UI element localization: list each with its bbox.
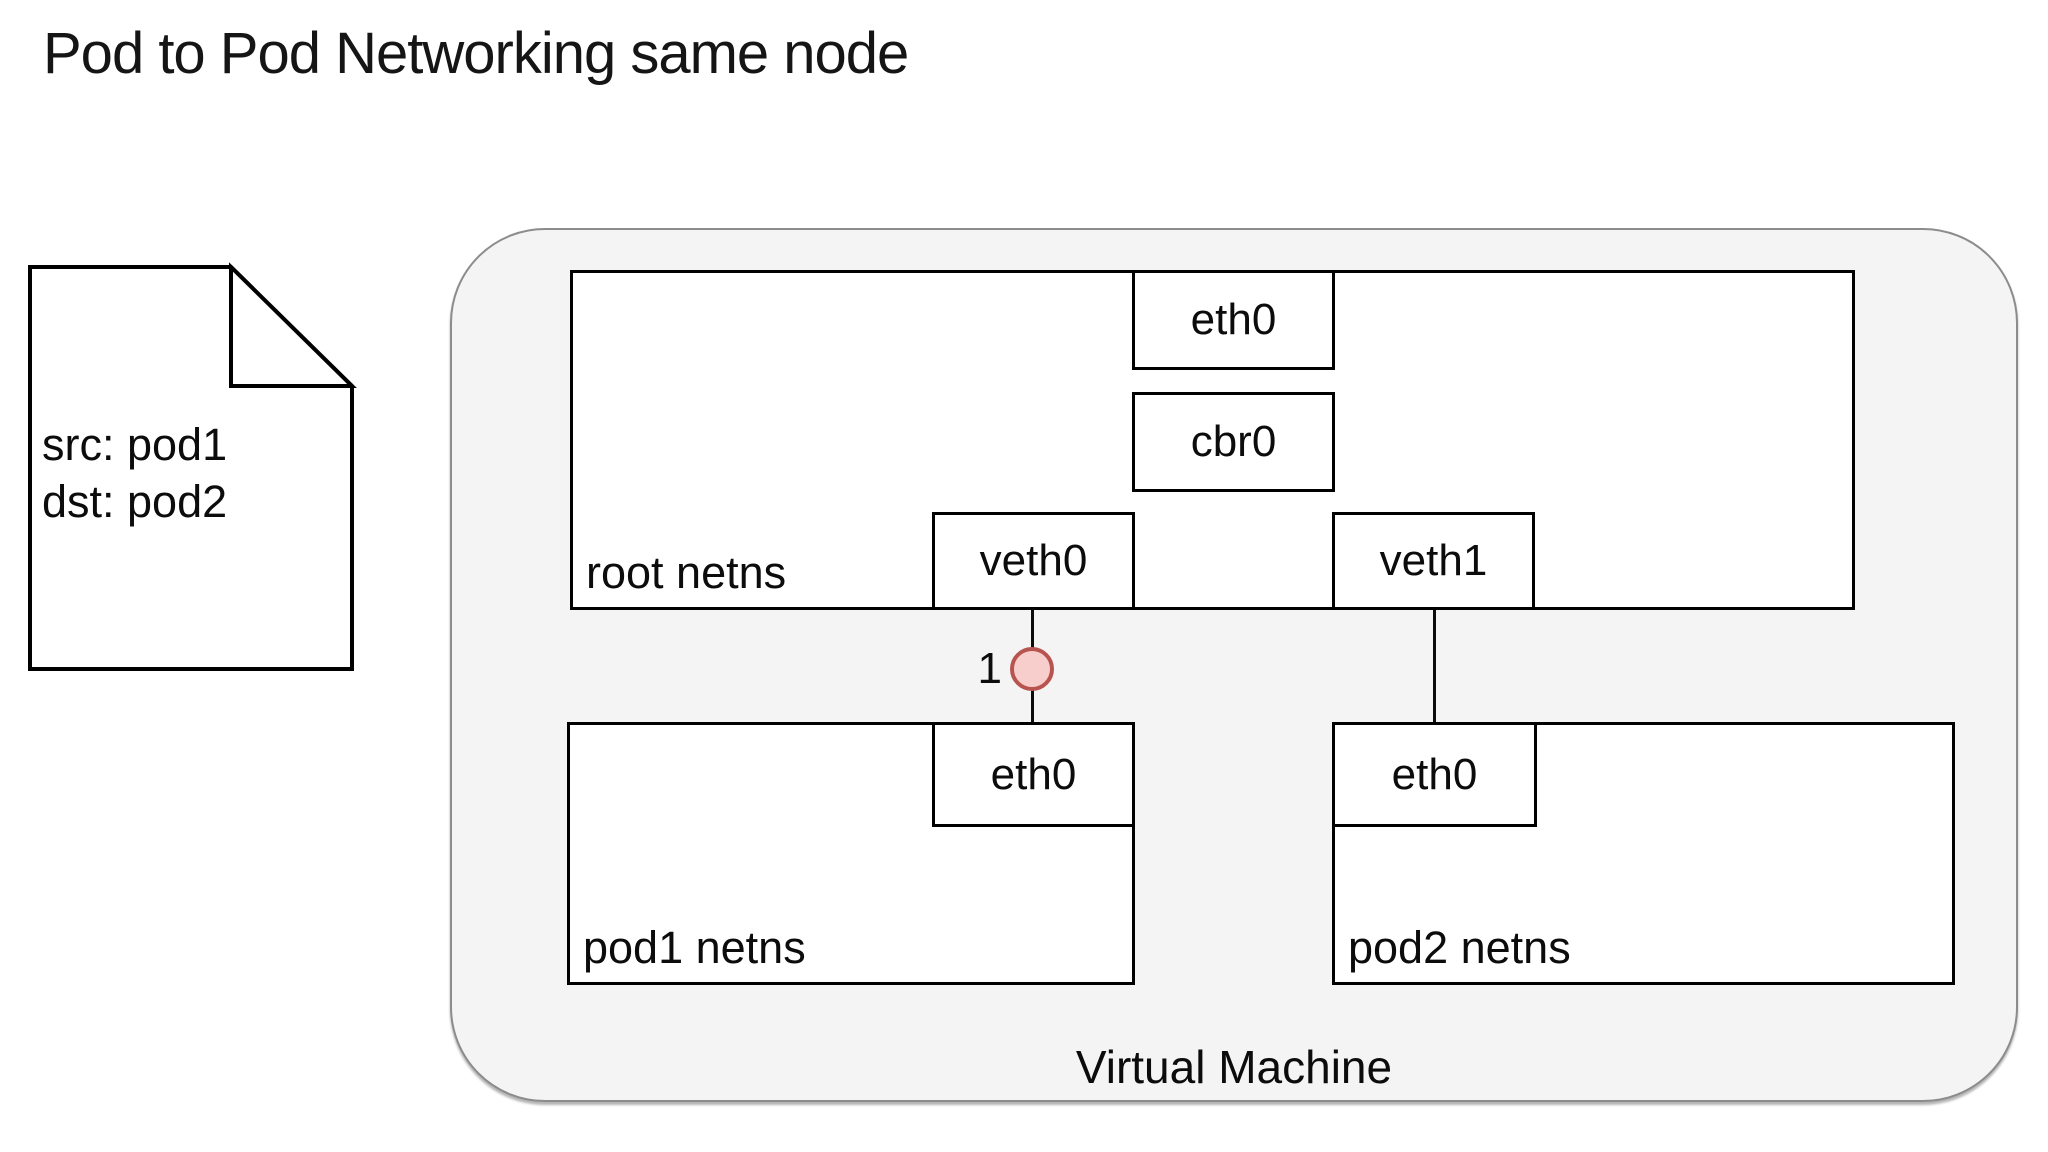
veth1-label: veth1 [1379, 536, 1488, 585]
connector-veth1-to-pod2-eth0 [1433, 608, 1436, 724]
packet-note: src: pod1 dst: pod2 [22, 258, 362, 678]
virtual-machine-label: Virtual Machine [1075, 1041, 1393, 1093]
veth0-box: veth0 [932, 512, 1135, 610]
root-netns-label: root netns [586, 547, 787, 598]
document-icon [28, 262, 357, 671]
step-1-marker-circle [1010, 647, 1054, 691]
pod1-netns-label: pod1 netns [583, 922, 806, 973]
veth0-label: veth0 [979, 536, 1088, 585]
packet-src-line: src: pod1 [42, 419, 228, 470]
veth1-box: veth1 [1332, 512, 1535, 610]
pod2-netns-box: pod2 netns [1332, 722, 1955, 985]
root-eth0-box: eth0 [1132, 270, 1335, 370]
step-1-marker-label: 1 [977, 644, 1002, 693]
cbr0-box: cbr0 [1132, 392, 1335, 492]
pod1-eth0-box: eth0 [932, 722, 1135, 827]
pod1-eth0-label: eth0 [990, 749, 1077, 799]
root-eth0-label: eth0 [1190, 295, 1277, 344]
cbr0-label: cbr0 [1190, 417, 1277, 466]
packet-fields: src: pod1 dst: pod2 [42, 416, 227, 530]
page-title: Pod to Pod Networking same node [43, 21, 909, 86]
pod2-eth0-label: eth0 [1391, 749, 1478, 799]
pod2-eth0-box: eth0 [1332, 722, 1537, 827]
pod2-netns-label: pod2 netns [1348, 922, 1571, 973]
packet-dst-line: dst: pod2 [42, 476, 228, 527]
